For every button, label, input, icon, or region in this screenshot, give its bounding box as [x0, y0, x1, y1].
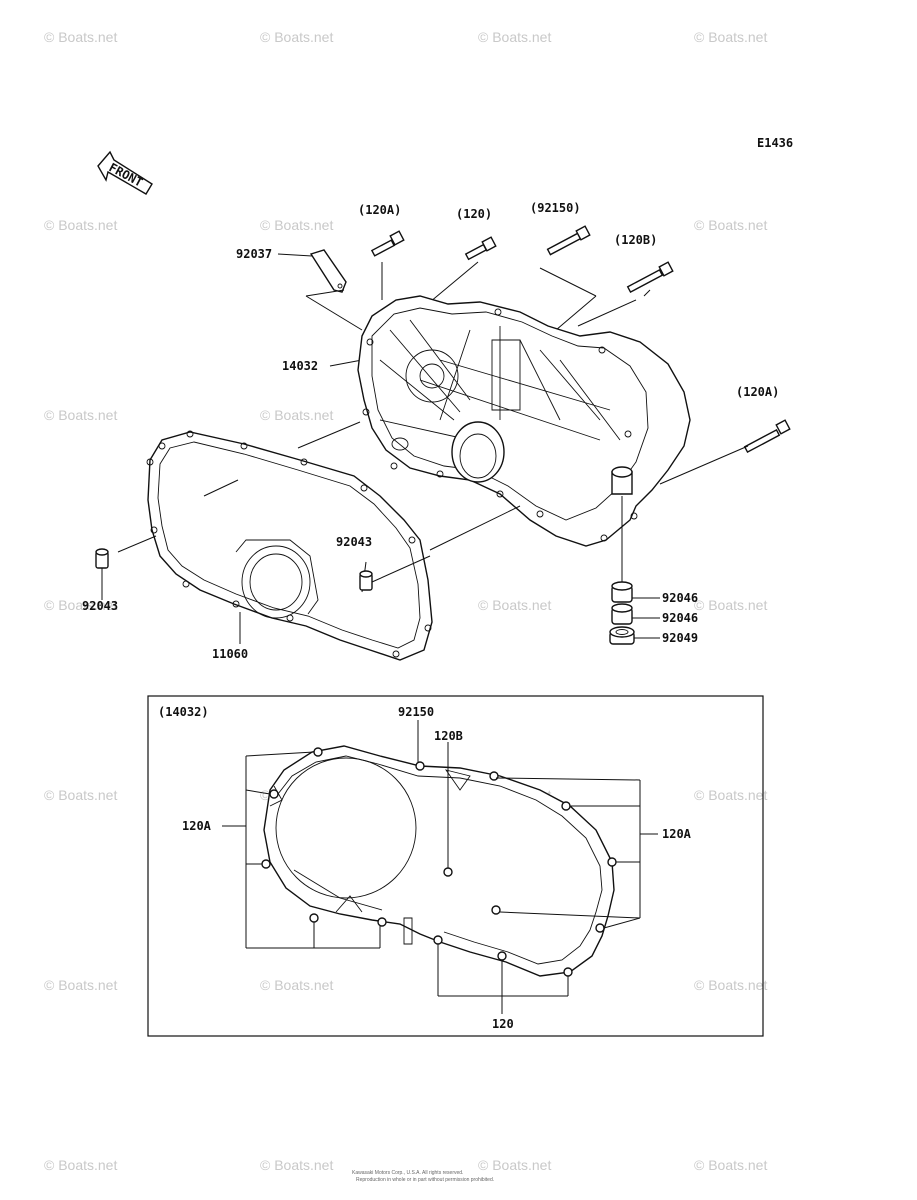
bolt-icon: [743, 419, 791, 454]
watermark: © Boats.net: [44, 977, 117, 993]
watermark: © Boats.net: [694, 29, 767, 45]
part-label-120: (120): [456, 207, 492, 221]
part-label-11060: 11060: [212, 647, 248, 661]
collar-icon: [611, 581, 633, 603]
part-label-92046: 92046: [662, 591, 698, 605]
watermark: © Boats.net: [260, 407, 333, 423]
inset-label-120A: 120A: [182, 819, 212, 833]
front-arrow-icon: FRONT: [97, 150, 153, 195]
watermark: © Boats.net: [44, 217, 117, 233]
bolt-icon: [370, 230, 405, 257]
bolt-icon: [546, 225, 591, 256]
inset-label-120A: 120A: [662, 827, 692, 841]
watermark: © Boats.net: [44, 407, 117, 423]
part-label-92043: 92043: [82, 599, 118, 613]
part-label-92043: 92043: [336, 535, 372, 549]
collar-icon: [611, 603, 633, 625]
watermark: © Boats.net: [44, 29, 117, 45]
bracket-icon: [309, 249, 347, 293]
oil-seal-icon: [609, 626, 635, 645]
part-label-92150: (92150): [530, 201, 581, 215]
watermark: © Boats.net: [44, 787, 117, 803]
clutch-cover: [357, 295, 691, 547]
watermark: © Boats.net: [694, 1157, 767, 1173]
gasket: [146, 430, 433, 661]
inset-label-120: 120: [492, 1017, 514, 1031]
part-label-120A: (120A): [358, 203, 401, 217]
part-label-120A: (120A): [736, 385, 779, 399]
part-label-14032: 14032: [282, 359, 318, 373]
leader-lines: [277, 253, 749, 485]
footer-notice: Reproduction in whole or in part without…: [356, 1177, 494, 1183]
bolt-icon: [464, 236, 497, 261]
diagram-code: E1436: [757, 136, 793, 150]
inset-title: (14032): [158, 705, 209, 719]
watermark: © Boats.net: [260, 29, 333, 45]
watermark: © Boats.net: [694, 597, 767, 613]
part-label-92049: 92049: [662, 631, 698, 645]
part-label-92037: 92037: [236, 247, 272, 261]
inset-box: (14032): [147, 695, 764, 1037]
watermark: © Boats.net: [44, 1157, 117, 1173]
bolt-icon: [626, 261, 674, 294]
front-label: FRONT: [107, 160, 145, 189]
watermark: © Boats.net: [478, 1157, 551, 1173]
footer-copyright: Kawasaki Motors Corp., U.S.A. All rights…: [352, 1170, 463, 1176]
leader-lines: [101, 421, 660, 644]
watermark: © Boats.net: [694, 787, 767, 803]
watermark: © Boats.net: [260, 217, 333, 233]
watermark: © Boats.net: [260, 977, 333, 993]
part-label-120B: (120B): [614, 233, 657, 247]
dowel-pin-icon: [95, 548, 109, 569]
dowel-pin-icon: [359, 570, 373, 591]
watermark: © Boats.net: [478, 597, 551, 613]
watermark: © Boats.net: [694, 977, 767, 993]
watermark: © Boats.net: [694, 217, 767, 233]
watermark: © Boats.net: [44, 597, 117, 613]
inset-label-92150: 92150: [398, 705, 434, 719]
inset-label-120B: 120B: [434, 729, 463, 743]
watermark: © Boats.net: [478, 29, 551, 45]
part-label-92046: 92046: [662, 611, 698, 625]
watermark: © Boats.net: [260, 1157, 333, 1173]
